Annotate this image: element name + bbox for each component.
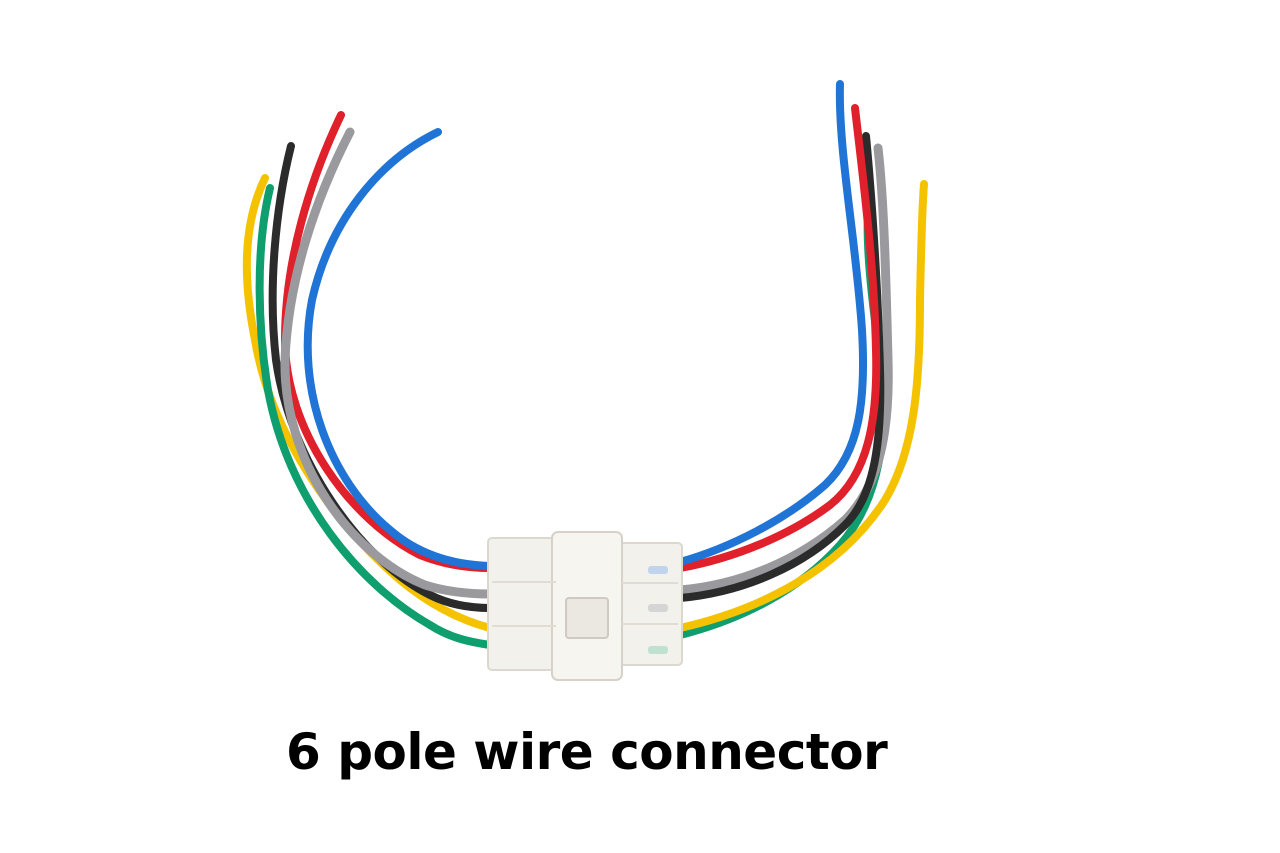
right-wire-yellow xyxy=(676,180,928,632)
receptacle-tint-blue xyxy=(648,566,668,574)
right-wire-gray xyxy=(675,143,893,595)
left-wire-bundle xyxy=(242,111,495,649)
left-wire-red xyxy=(281,111,494,572)
left-plug-body xyxy=(487,537,561,671)
left-wire-yellow xyxy=(242,174,494,632)
right-wire-red xyxy=(676,104,881,572)
latch-tab xyxy=(565,597,609,639)
right-wire-blue xyxy=(676,80,868,566)
left-wire-green xyxy=(255,184,494,649)
left-wire-gray xyxy=(280,127,495,599)
left-wire-blue xyxy=(303,128,494,570)
receptacle-tint-gray xyxy=(648,604,668,612)
right-wire-black xyxy=(676,132,885,602)
right-wire-bundle xyxy=(675,80,928,639)
connector-housing xyxy=(487,531,683,681)
product-caption: 6 pole wire connector xyxy=(286,723,888,781)
receptacle-tint-green xyxy=(648,646,668,654)
